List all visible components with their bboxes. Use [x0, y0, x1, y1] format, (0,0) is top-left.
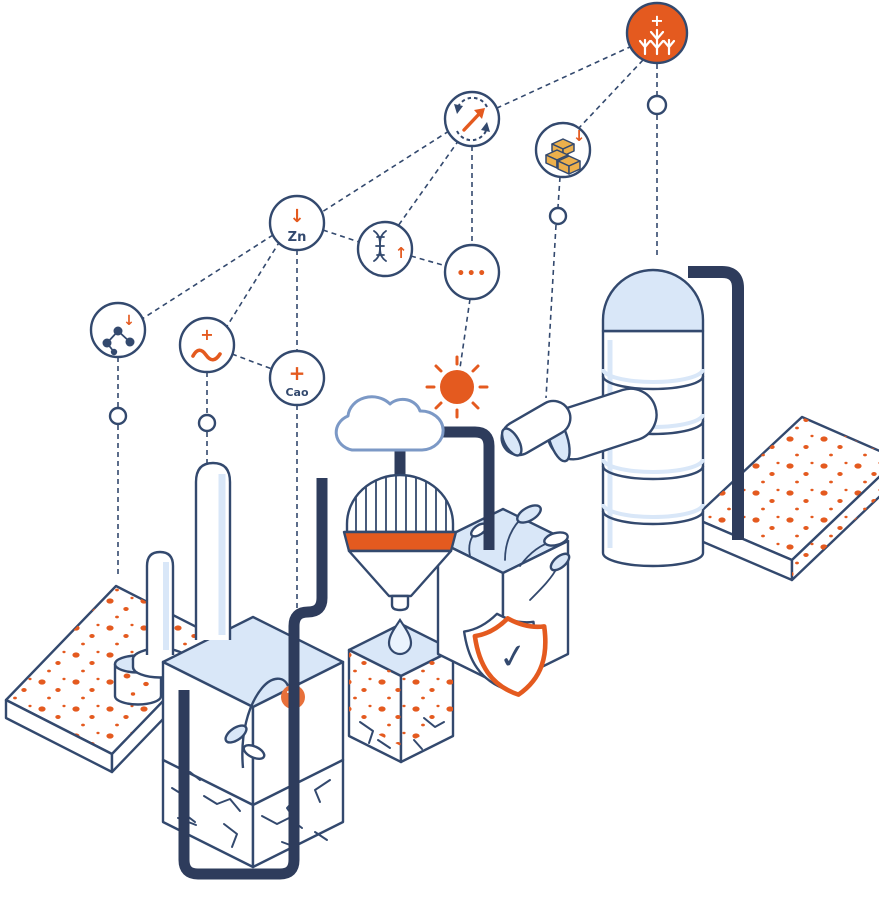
badge-cao: + Cao [268, 349, 326, 407]
soil-slab-right [692, 415, 879, 582]
leaf-icon [224, 724, 248, 744]
leaf-icon [549, 552, 571, 572]
funnel-hopper-icon [342, 473, 458, 656]
cycle-arrows-icon [454, 96, 490, 142]
sun-icon [425, 355, 489, 419]
molecule-icon [102, 326, 135, 356]
ground-loop-pipe [178, 478, 328, 880]
badge-molecule: ↓ [89, 301, 147, 359]
dna-helix-icon [373, 230, 387, 262]
down-arrow-icon: ↓ [573, 127, 586, 145]
soil-block-center [347, 622, 455, 764]
badge-crop-yield: + [625, 1, 689, 65]
plus-icon: + [200, 325, 213, 344]
check-icon: ✓ [496, 635, 530, 679]
plus-icon: + [289, 361, 306, 385]
badge-nutrient-cycle [443, 90, 501, 148]
badge-minerals: ↓ [534, 121, 592, 179]
plus-icon: + [650, 11, 663, 30]
worm-icon [191, 348, 222, 362]
tower-dome [601, 268, 705, 333]
plant-leaves [468, 504, 571, 601]
water-drop-icon [387, 618, 413, 656]
badge-more: ••• [443, 243, 501, 301]
leaf-icon [242, 743, 266, 761]
up-arrow-icon: ↑ [395, 244, 408, 262]
factory-chimney-icon [194, 461, 232, 640]
tower-pipe [688, 266, 744, 540]
leaf-icon [543, 531, 569, 547]
badge-worm: + [178, 316, 236, 374]
network-nodes [108, 94, 668, 433]
gold-ingots-icon [545, 138, 581, 175]
leaf-icon [516, 504, 542, 524]
funnel-band [342, 530, 458, 553]
cloud-icon [334, 395, 445, 452]
down-arrow-icon: ↓ [123, 313, 135, 329]
wheat-icon [638, 28, 676, 56]
roller-capsule [500, 399, 572, 457]
factory-building [161, 615, 345, 869]
badge-dna: ↑ [356, 220, 414, 278]
cao-label: Cao [285, 386, 308, 399]
shield-check-icon: ✓ [462, 612, 548, 697]
zinc-label: Zn [288, 230, 307, 245]
soil-particles-icon [349, 650, 401, 746]
ellipsis-icon: ••• [456, 266, 487, 282]
badge-zinc: ↓ Zn [268, 194, 326, 252]
down-arrow-icon: ↓ [289, 206, 304, 227]
